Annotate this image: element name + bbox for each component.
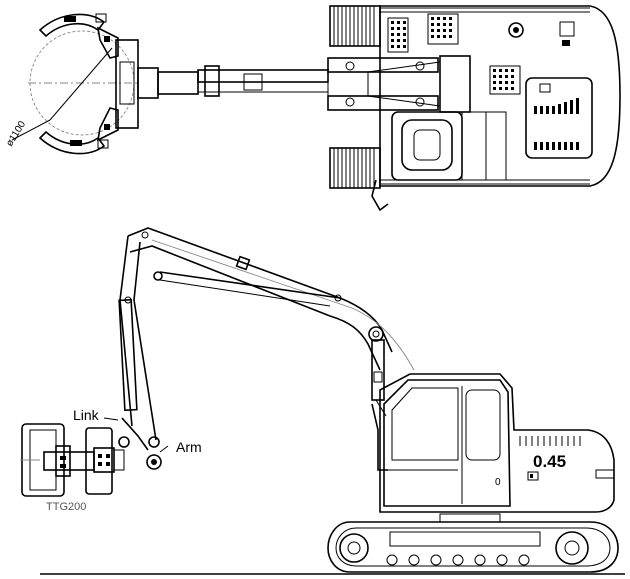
model-label: TTG200 <box>46 501 86 513</box>
lower-jaw <box>38 130 106 155</box>
upper-jaw <box>38 13 106 38</box>
boom-top-view <box>157 55 471 113</box>
boom-side-view <box>127 227 415 401</box>
grapple-top-view: ø1100 <box>4 13 159 155</box>
arm-side-view <box>103 231 169 453</box>
side-view: 0 0.45 Link Arm TTG200 <box>20 227 625 575</box>
upper-structure-top-view <box>371 5 621 212</box>
link-label: Link <box>73 407 100 423</box>
top-view: ø1100 <box>4 5 621 212</box>
body-side-view: 0 0.45 <box>371 373 615 513</box>
cab-mark: 0 <box>495 477 501 488</box>
capacity-label: 0.45 <box>533 452 566 471</box>
grapple-side-view <box>20 423 162 497</box>
lower-jaw-arm <box>96 107 119 142</box>
upper-jaw-arm <box>96 26 119 59</box>
tracks-top-view <box>329 5 590 189</box>
rotator-body <box>115 39 139 129</box>
arm-label: Arm <box>176 439 202 455</box>
undercarriage-side-view <box>327 513 619 573</box>
